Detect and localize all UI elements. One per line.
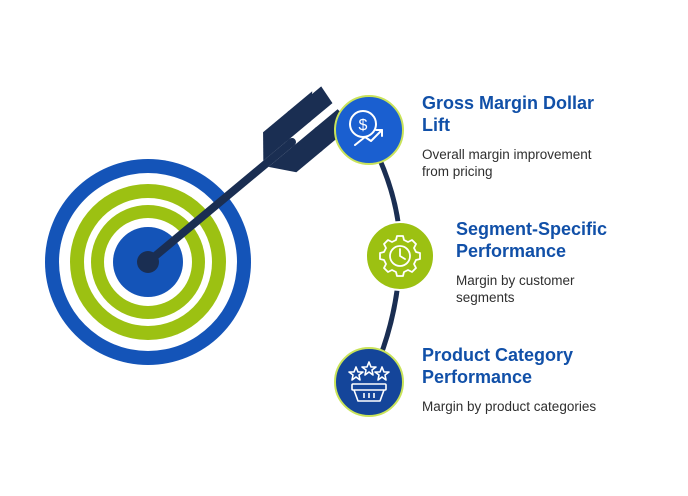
arrow-tip: [137, 251, 159, 273]
item-description: Overall margin improvement from pricing: [422, 147, 592, 179]
node-3-circle: [334, 347, 404, 417]
gear-clock-icon: [379, 235, 421, 277]
node-1-circle: [334, 95, 404, 165]
basket-stars-icon: [348, 361, 390, 402]
arrow-shaft: [144, 138, 296, 266]
item-description: Margin by product categories: [422, 399, 597, 414]
item-title: Segment-Specific Performance: [456, 219, 608, 261]
node-1: $: [334, 95, 404, 165]
dollar-trend-icon: $: [349, 110, 383, 146]
item-product-category: Product Category Performance Margin by p…: [422, 344, 602, 415]
item-title: Gross Margin Dollar Lift: [422, 93, 595, 135]
item-segment: Segment-Specific Performance Margin by c…: [456, 218, 632, 306]
node-3: [334, 347, 404, 417]
item-description: Margin by customer segments: [456, 273, 575, 305]
item-title: Product Category Performance: [422, 345, 574, 387]
svg-text:$: $: [359, 117, 368, 134]
node-2: [365, 221, 435, 291]
item-gross-margin: Gross Margin Dollar Lift Overall margin …: [422, 92, 622, 180]
